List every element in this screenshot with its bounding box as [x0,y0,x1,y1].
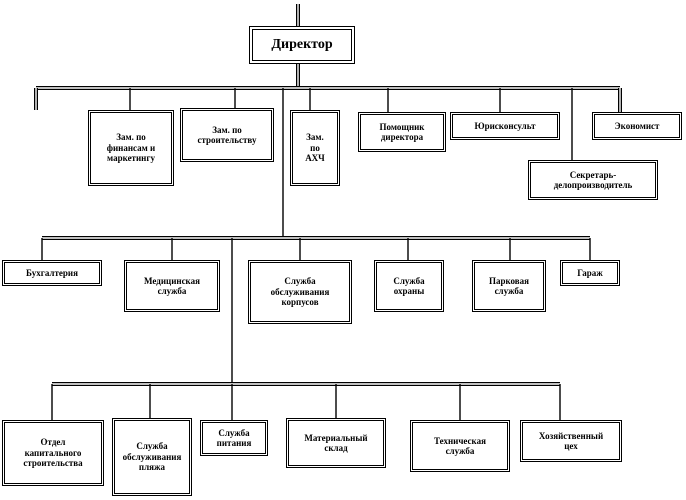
medical-service-box: Медицинская служба [124,260,220,312]
accounting-box: Бухгалтерия [2,260,102,286]
material-warehouse-box: Материальный склад [286,418,386,468]
director-assistant-box: Помощник директора [358,112,446,152]
deputy-construction-box: Зам. по строительству [180,108,274,162]
secretary-box: Секретарь- делопроизводитель [528,160,658,200]
legal-counsel-box: Юрисконсульт [450,112,560,140]
beach-service-box: Служба обслуживания пляжа [112,418,192,496]
capital-construction-dept-box: Отдел капитального строительства [2,420,104,486]
park-service-box: Парковая служба [472,260,546,312]
deputy-ahch-box: Зам. по АХЧ [290,110,340,186]
utility-shop-box: Хозяйственный цех [520,420,622,462]
deputy-finance-marketing-box: Зам. по финансам и маркетингу [88,110,174,186]
economist-box: Экономист [592,112,682,140]
garage-box: Гараж [560,260,620,286]
technical-service-box: Техническая служба [410,420,510,472]
catering-service-box: Служба питания [200,420,268,456]
director-box: Директор [249,26,355,64]
building-service-box: Служба обслуживания корпусов [248,260,352,324]
security-service-box: Служба охраны [374,260,444,312]
